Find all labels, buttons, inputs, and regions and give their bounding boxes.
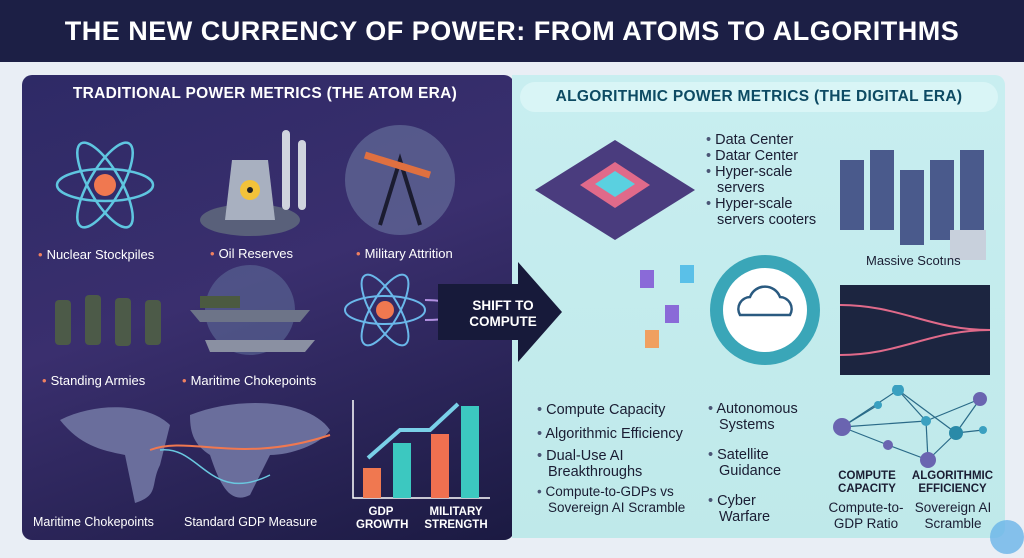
nuclear-silo-icon: [200, 130, 306, 236]
bar-mil-1: [431, 434, 449, 498]
logo-badge-icon: [990, 520, 1024, 554]
server-racks-icon: [840, 150, 986, 260]
bar-mil-2: [461, 406, 479, 498]
top-bullet-list: • Data Center • Datar Center • Hyper-sca…: [706, 132, 817, 228]
label-nuclear-stockpiles: •Nuclear Stockpiles: [38, 247, 155, 262]
label-maritime-chokepoints: •Maritime Chokepoints: [182, 373, 317, 388]
neural-network-icon: [833, 385, 987, 468]
data-visualization-icon: [839, 285, 991, 375]
warships-icon: [190, 265, 315, 355]
oil-pump-icon: [345, 125, 455, 235]
right-panel-heading: ALGORITHMIC POWER METRICS (THE DIGITAL E…: [520, 82, 998, 112]
label-military-strength: MILITARY STRENGTH: [424, 506, 488, 531]
caption-compute-gdp-ratio: Compute-to-GDP Ratio: [828, 500, 904, 531]
shift-to-compute-label: SHIFT TO COMPUTE: [469, 298, 537, 329]
documents-stream-icon: [640, 265, 694, 348]
microchip-icon: [535, 140, 695, 240]
shift-arrow-icon: [438, 262, 562, 362]
caption-sovereign-ai: Sovereign AI Scramble: [914, 500, 992, 531]
bullet-list-col1: • Compute Capacity • Algorithmic Efficie…: [537, 402, 686, 515]
label-map-gdp: Standard GDP Measure: [184, 515, 318, 529]
servers-label: Massive Scotıns: [866, 253, 961, 268]
trend-arrow: [366, 402, 460, 460]
right-heading-text: ALGORITHMIC POWER METRICS (THE DIGITAL E…: [555, 88, 963, 105]
left-panel-heading: TRADITIONAL POWER METRICS (THE ATOM ERA): [72, 85, 458, 102]
label-gdp-growth: GDP GROWTH: [356, 506, 409, 531]
soldiers-icon: [55, 295, 161, 346]
label-oil-reserves: •Oil Reserves: [210, 246, 293, 261]
atom-era-illustrations: [55, 125, 496, 355]
label-military-attrition: •Military Attrition: [356, 246, 453, 261]
header-bar: THE NEW CURRENCY OF POWER: FROM ATOMS TO…: [0, 0, 1024, 62]
label-map-chokepoints: Maritime Chokepoints: [33, 515, 154, 529]
caption-compute-capacity: COMPUTE CAPACITY: [838, 470, 896, 495]
atom-icon: [55, 141, 155, 229]
label-standing-armies: •Standing Armies: [42, 373, 146, 388]
caption-algorithmic-efficiency: ALGORITHMIC EFFICIENCY: [911, 470, 994, 495]
page-title: THE NEW CURRENCY OF POWER: FROM ATOMS TO…: [64, 15, 960, 46]
world-map-illustration: [60, 403, 331, 503]
bar-gdp-2: [393, 443, 411, 498]
bar-gdp-1: [363, 468, 381, 498]
digital-era-illustrations: [535, 140, 991, 375]
bullet-list-col2: • Autonomous Systems • Satellite Guidanc…: [708, 401, 798, 525]
cloud-network-icon: [710, 255, 820, 365]
gdp-military-bar-chart: [352, 400, 490, 499]
